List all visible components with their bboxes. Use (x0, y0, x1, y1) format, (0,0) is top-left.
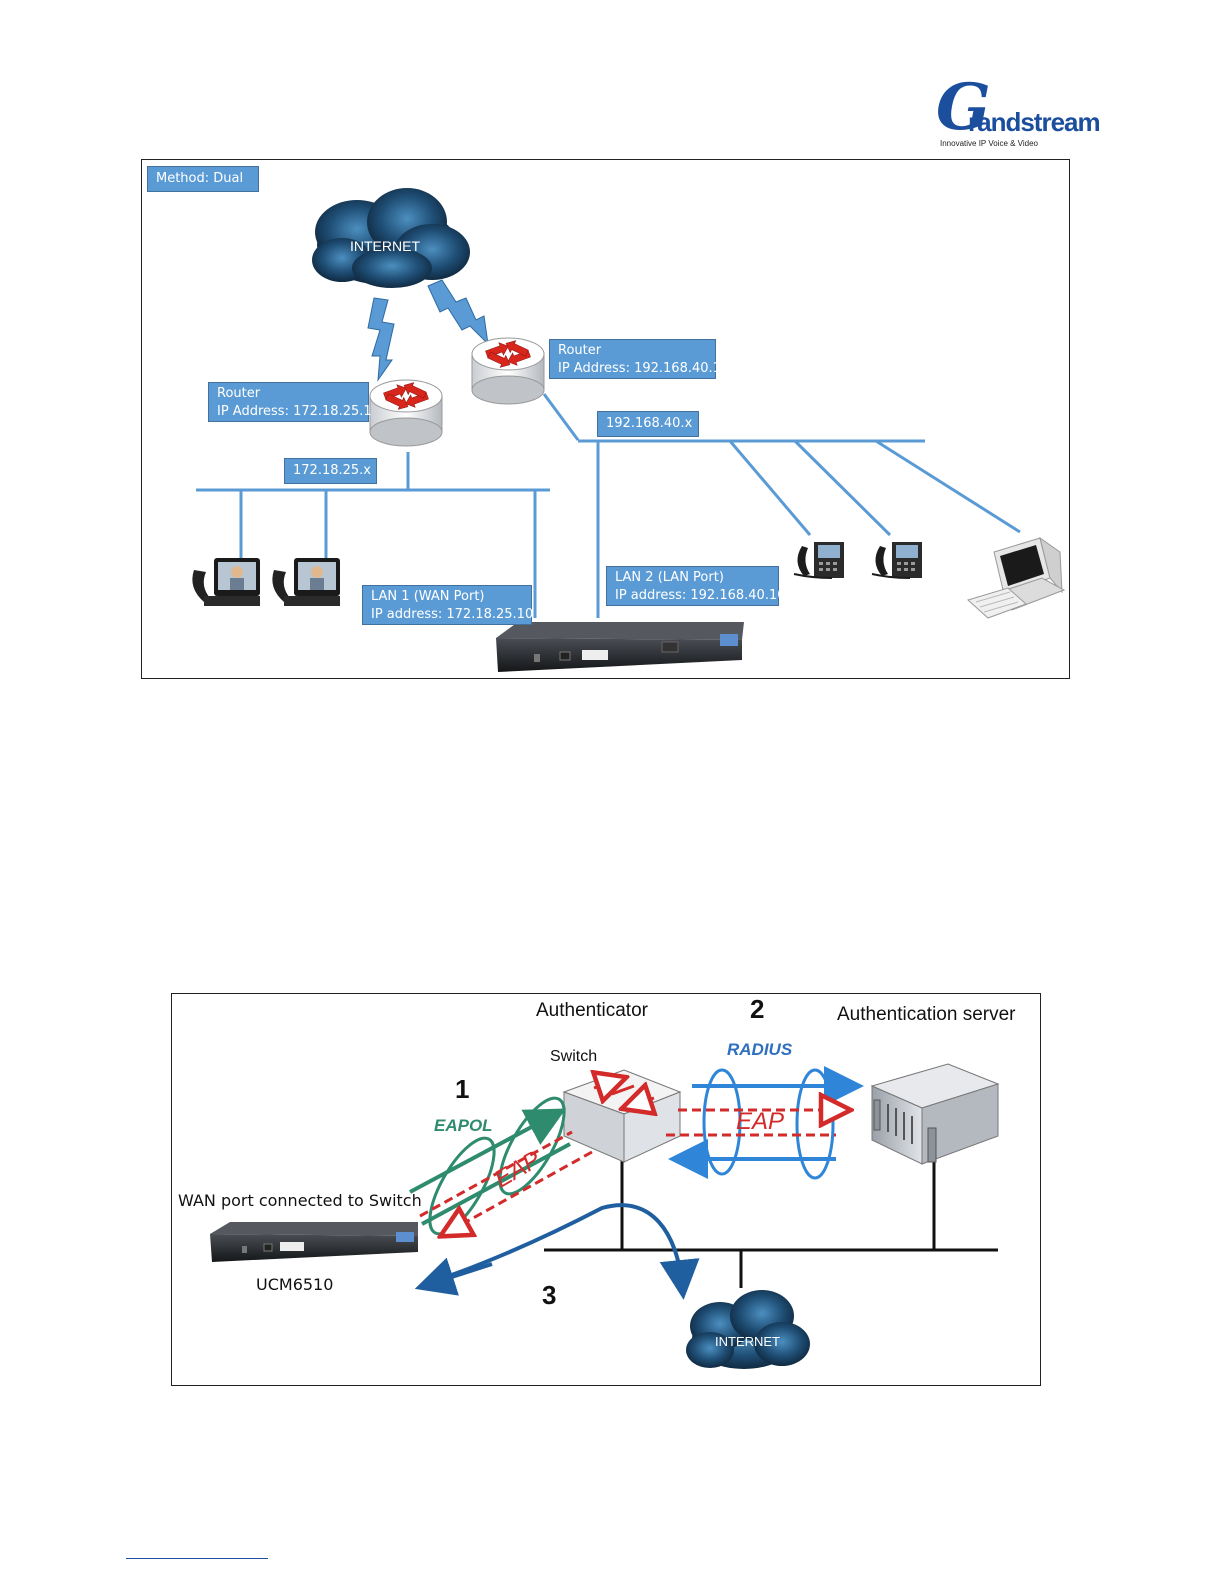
internet-label-2: INTERNET (715, 1334, 780, 1349)
radius-channel (666, 1066, 864, 1180)
method-label: Method: Dual (147, 166, 259, 192)
lightning-bolt-b (427, 279, 489, 346)
authentication-server (870, 1063, 1000, 1165)
internet-cloud-2 (686, 1290, 810, 1369)
router-a-label: Router IP Address: 172.18.25.1 (208, 382, 372, 422)
lan1-line2: IP address: 172.18.25.10 (371, 607, 534, 622)
ucm-device (496, 622, 744, 672)
network-lines (196, 393, 1021, 618)
internet-route-arrow (425, 1203, 700, 1300)
switch-device (562, 1069, 682, 1163)
internet-cloud (312, 188, 470, 288)
logo-initial: G (936, 70, 991, 145)
internet-label: INTERNET (350, 238, 420, 254)
method-label-text: Method: Dual (156, 171, 244, 186)
backbone-lines (544, 1144, 998, 1288)
logo-wordmark: randstream (968, 107, 1101, 137)
radius-label: RADIUS (727, 1040, 793, 1059)
lan1-line1: LAN 1 (WAN Port) (371, 589, 485, 604)
authenticator-heading: Authenticator (536, 1000, 648, 1021)
8021x-diagram: Authenticator Authentication server Swit… (171, 993, 1041, 1386)
8021x-drawing (210, 1063, 1000, 1369)
internet-route-arrow-tail (414, 1257, 493, 1296)
eapol-label: EAPOL (434, 1116, 493, 1135)
step-2-label: 2 (750, 994, 765, 1024)
lan2-line1: LAN 2 (LAN Port) (615, 570, 724, 585)
auth-server-heading: Authentication server (837, 1004, 1016, 1025)
subnet-a-text: 172.18.25.x (293, 463, 371, 478)
router-a-line1: Router (217, 386, 261, 401)
dual-network-drawing (192, 188, 1066, 672)
subnet-a-label: 172.18.25.x (284, 458, 377, 484)
router-b-line1: Router (558, 343, 602, 358)
router-b-label: Router IP Address: 192.168.40.1 (549, 339, 721, 379)
video-phone-2 (272, 558, 340, 606)
lan1-label: LAN 1 (WAN Port) IP address: 172.18.25.1… (362, 585, 534, 625)
lan2-line2: IP address: 192.168.40.10 (615, 588, 786, 603)
switch-label: Switch (550, 1048, 598, 1065)
ucm6510-caption: UCM6510 (256, 1275, 334, 1294)
ucm6510-device (210, 1222, 418, 1262)
footer-rule (126, 1558, 268, 1559)
step-3-label: 3 (542, 1280, 557, 1310)
ip-phone-1 (793, 542, 844, 579)
router-a-line2: IP Address: 172.18.25.1 (217, 404, 372, 419)
grandstream-logo: G randstream Innovative IP Voice & Video (930, 70, 1101, 152)
subnet-b-text: 192.168.40.x (606, 416, 693, 431)
router-b-line2: IP Address: 192.168.40.1 (558, 361, 721, 376)
wan-caption: WAN port connected to Switch (178, 1191, 422, 1210)
video-phone-1 (192, 558, 260, 606)
router-b (471, 337, 545, 405)
logo-tagline: Innovative IP Voice & Video (940, 139, 1038, 148)
step-1-label: 1 (455, 1074, 470, 1104)
desktop-computer (967, 536, 1066, 619)
ip-phone-2 (871, 542, 922, 579)
eapol-channel (409, 1096, 593, 1243)
router-a (369, 379, 443, 447)
eap-right-label: EAP (736, 1108, 785, 1135)
lan2-label: LAN 2 (LAN Port) IP address: 192.168.40.… (606, 566, 786, 606)
dual-network-diagram: Method: Dual INTERNET Router IP Address:… (141, 159, 1070, 679)
lightning-bolt-a (367, 297, 395, 382)
subnet-b-label: 192.168.40.x (597, 411, 699, 437)
